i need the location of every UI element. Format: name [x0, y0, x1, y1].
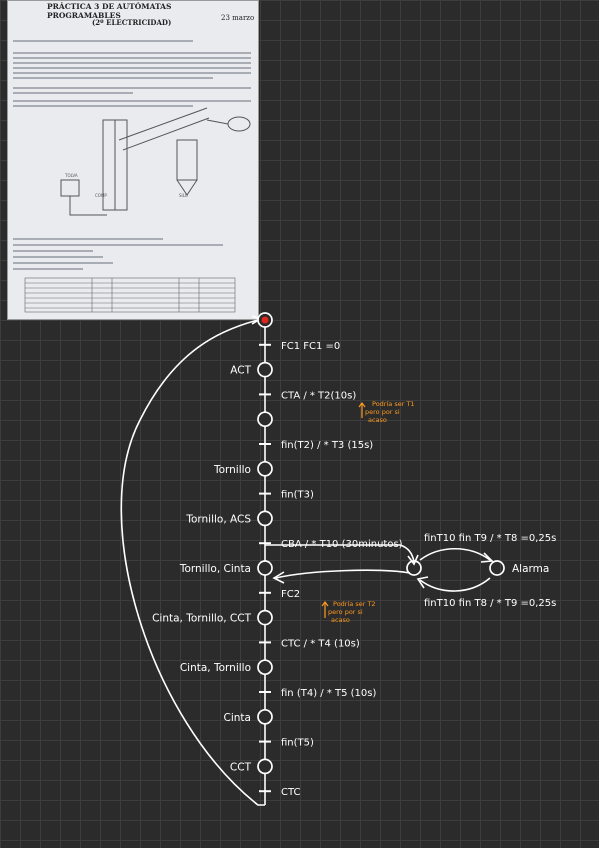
step-4	[257, 510, 273, 527]
step-5	[257, 560, 273, 576]
text-line	[13, 92, 133, 94]
step-1	[257, 361, 273, 378]
alarm-loop-top	[419, 548, 491, 561]
step-6	[257, 609, 273, 626]
text-line	[13, 40, 193, 42]
step-9-action: CCT	[230, 761, 252, 773]
text-line	[13, 77, 213, 79]
transition-2-label: fin(T2) / * T3 (15s)	[281, 440, 373, 451]
step-9	[257, 758, 273, 775]
sketch-label-2: COMP	[95, 193, 107, 198]
step-8	[257, 708, 273, 725]
alarm-transition-top: finT10 fin T9 / * T8 =0,25s	[424, 533, 556, 544]
text-line	[13, 72, 251, 74]
transition-1-label: CTA / * T2(10s)	[281, 390, 356, 401]
alarm-arrow-top	[407, 554, 419, 566]
step-2	[257, 411, 273, 428]
text-line	[13, 62, 251, 64]
text-line	[13, 67, 251, 69]
step-8-action: Cinta	[224, 712, 251, 724]
transition-0-label: FC1 FC1 =0	[281, 341, 340, 352]
alarm-step-label: Alarma	[512, 563, 549, 575]
step-3	[257, 460, 273, 477]
return-link	[120, 319, 265, 806]
step-1-action: ACT	[230, 365, 251, 377]
alarm-link-top	[265, 544, 415, 563]
worksheet-photo: PRÁCTICA 3 DE AUTÓMATAS PROGRAMABLES (2º…	[7, 0, 259, 320]
text-line	[13, 57, 251, 59]
text-line	[13, 52, 251, 54]
step-4-action: Tornillo, ACS	[185, 513, 251, 525]
worksheet-subtitle: (2º ELECTRICIDAD)	[92, 18, 172, 27]
sketch-label-1: TOLVA	[64, 173, 78, 178]
transition-6-label: CTC / * T4 (10s)	[281, 638, 360, 649]
step-7-action: Cinta, Tornillo	[180, 662, 251, 674]
alarm-return-arrow	[272, 571, 285, 584]
step-5-action: Tornillo, Cinta	[179, 563, 251, 575]
step-alarm	[489, 560, 505, 576]
transition-5-label: FC2	[281, 589, 300, 600]
sketch-label-3: SILO	[179, 193, 188, 198]
worksheet-title: PRÁCTICA 3 DE AUTÓMATAS PROGRAMABLES	[47, 2, 172, 20]
note-2-text: Podría ser T2 pero por si acaso	[328, 600, 378, 624]
transitions-layer: FC1 FC1 =0 CTA / * T2(10s) fin(T2) / * T3 …	[259, 341, 403, 798]
transition-3-label: fin(T3)	[281, 490, 314, 501]
alarm-loop-bottom-arrow	[416, 576, 429, 589]
initial-step-marker	[261, 316, 269, 324]
note-1-text: Podría ser T1 pero por si acaso	[365, 400, 417, 424]
text-line	[13, 100, 251, 102]
transition-4-label: CBA / * T10 (30minutos)	[281, 539, 403, 550]
worksheet-date: 23 marzo	[221, 14, 255, 22]
alarm-transition-bottom: finT10 fin T8 / * T9 =0,25s	[424, 598, 556, 609]
plant-sketch: TOLVA COMP SILO	[13, 107, 251, 313]
alarm-link-return	[275, 569, 411, 579]
text-line	[13, 87, 251, 89]
note-1: Podría ser T1 pero por si acaso	[358, 400, 417, 424]
alarm-loop-top-arrow	[480, 552, 494, 563]
transition-9-label: CTC	[281, 787, 301, 798]
note-2: Podría ser T2 pero por si acaso	[321, 600, 378, 624]
step-7	[257, 659, 273, 676]
step-3-action: Tornillo	[213, 464, 251, 476]
step-6-action: Cinta, Tornillo, CCT	[152, 613, 251, 625]
transition-7-label: fin (T4) / * T5 (10s)	[281, 688, 376, 699]
transition-8-label: fin(T5)	[281, 738, 314, 749]
step-alarm-idle	[406, 560, 422, 576]
alarm-loop-bottom	[419, 577, 491, 592]
text-line	[13, 105, 193, 107]
